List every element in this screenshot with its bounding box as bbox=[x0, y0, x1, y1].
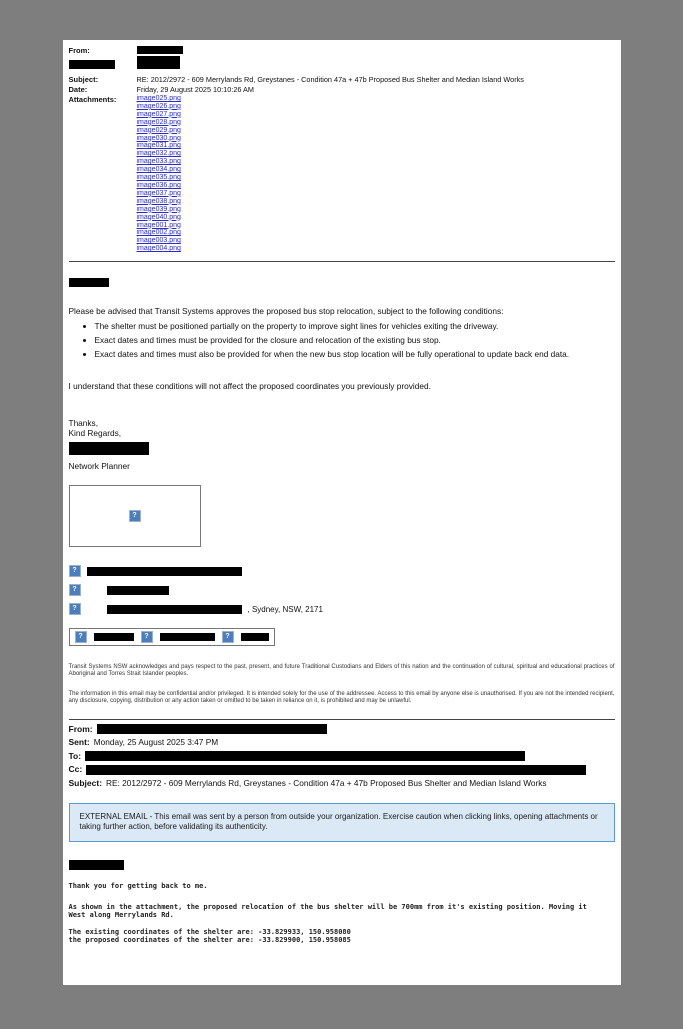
quoted-subject-label: Subject: bbox=[68, 777, 103, 788]
contact-value-redacted bbox=[86, 566, 242, 576]
date-value: Friday, 29 August 2025 10:10:26 AM bbox=[136, 85, 255, 94]
quoted-cc-row: Cc: bbox=[69, 764, 615, 775]
reply-existing-coords: The existing coordinates of the shelter … bbox=[68, 927, 351, 936]
quoted-from-label: From: bbox=[68, 723, 93, 734]
social-icon[interactable]: ? bbox=[221, 631, 234, 644]
attachment-link[interactable]: image037.png bbox=[136, 189, 181, 197]
contact-row-address: ? , Sydney, NSW, 2171 bbox=[68, 603, 615, 616]
contact-value-redacted bbox=[106, 585, 169, 595]
signoff-thanks: Thanks, bbox=[68, 418, 99, 429]
social-icon[interactable]: ? bbox=[140, 631, 153, 644]
attachment-link[interactable]: image025.png bbox=[136, 95, 181, 102]
quoted-to-label: To: bbox=[68, 750, 82, 761]
social-label-redacted bbox=[93, 633, 134, 642]
quoted-cc-label: Cc: bbox=[68, 764, 83, 775]
email-document: From: Subject: RE: 2012/2972 - 609 Merry… bbox=[62, 40, 621, 985]
subject-value: RE: 2012/2972 - 609 Merrylands Rd, Greys… bbox=[136, 75, 524, 84]
contact-row-phone: ? bbox=[68, 565, 615, 578]
contact-row-email: ? bbox=[68, 584, 615, 597]
from-value-redacted bbox=[136, 46, 183, 54]
to-redacted bbox=[68, 60, 115, 70]
disclaimer-acknowledgement: Transit Systems NSW acknowledges and pay… bbox=[68, 664, 615, 678]
broken-image-icon: ? bbox=[68, 565, 81, 578]
attachment-link[interactable]: image030.png bbox=[136, 134, 181, 142]
attachment-link[interactable]: image035.png bbox=[136, 174, 181, 182]
attachment-link[interactable]: image027.png bbox=[136, 110, 181, 118]
date-label: Date: bbox=[68, 85, 88, 94]
attachment-link[interactable]: image032.png bbox=[136, 150, 181, 158]
attachment-link[interactable]: image038.png bbox=[136, 197, 181, 205]
header-attachments-row: Attachments: image025.png image026.png i… bbox=[69, 95, 615, 253]
reply-body: As shown in the attachment, the proposed… bbox=[68, 902, 587, 920]
body-confirmation: I understand that these conditions will … bbox=[68, 381, 431, 392]
condition-bullet: Exact dates and times must be provided f… bbox=[95, 335, 615, 346]
broken-image-icon: ? bbox=[128, 510, 141, 523]
quoted-to-redacted bbox=[85, 751, 526, 762]
quoted-cc-redacted bbox=[86, 764, 587, 775]
quoted-sent-value: Monday, 25 August 2025 3:47 PM bbox=[93, 737, 219, 748]
greeting-redacted bbox=[68, 278, 109, 288]
attachment-link[interactable]: image002.png bbox=[136, 229, 181, 237]
header-subject-row: Subject: RE: 2012/2972 - 609 Merrylands … bbox=[69, 75, 615, 84]
address-suffix: , Sydney, NSW, 2171 bbox=[247, 604, 323, 614]
quoted-subject-value: RE: 2012/2972 - 609 Merrylands Rd, Greys… bbox=[106, 777, 547, 788]
attachment-link[interactable]: image040.png bbox=[136, 213, 181, 221]
body-intro: Please be advised that Transit Systems a… bbox=[68, 306, 504, 317]
attachment-link[interactable]: image039.png bbox=[136, 205, 181, 213]
from-email-redacted bbox=[136, 56, 180, 69]
address-redacted bbox=[106, 604, 242, 614]
condition-bullet: Exact dates and times must also be provi… bbox=[95, 349, 615, 360]
attachment-link[interactable]: image026.png bbox=[136, 102, 181, 110]
conditions-list: The shelter must be positioned partially… bbox=[69, 321, 615, 360]
condition-bullet: The shelter must be positioned partially… bbox=[95, 321, 615, 332]
broken-image-icon: ? bbox=[68, 584, 81, 597]
attachment-link[interactable]: image001.png bbox=[136, 221, 181, 229]
social-label-redacted bbox=[240, 633, 269, 642]
external-email-notice: EXTERNAL EMAIL - This email was sent by … bbox=[68, 802, 615, 842]
quoted-sent-label: Sent: bbox=[68, 737, 90, 748]
attachments-label: Attachments: bbox=[68, 95, 117, 104]
disclaimer-confidentiality: The information in this email may be con… bbox=[68, 690, 615, 704]
reply-thanks: Thank you for getting back to me. bbox=[68, 881, 208, 890]
reply-greeting-redacted bbox=[68, 859, 124, 870]
attachment-link[interactable]: image004.png bbox=[136, 245, 181, 253]
reply-proposed-coords: the proposed coordinates of the shelter … bbox=[68, 936, 351, 945]
logo-placeholder: ? bbox=[68, 485, 201, 548]
attachment-link[interactable]: image028.png bbox=[136, 118, 181, 126]
attachment-link[interactable]: image029.png bbox=[136, 126, 181, 134]
section-divider bbox=[68, 718, 615, 720]
quoted-sent-row: Sent: Monday, 25 August 2025 3:47 PM bbox=[69, 737, 615, 748]
header-from-row: From: bbox=[69, 46, 615, 55]
sender-name-redacted bbox=[68, 442, 149, 456]
social-strip: ? ? ? bbox=[68, 628, 275, 647]
header-to-row bbox=[68, 56, 615, 74]
attachment-list: image025.png image026.png image027.png i… bbox=[137, 95, 181, 253]
sender-role: Network Planner bbox=[68, 461, 130, 472]
subject-label: Subject: bbox=[68, 75, 99, 84]
quoted-subject-row: Subject: RE: 2012/2972 - 609 Merrylands … bbox=[69, 778, 615, 789]
social-label-redacted bbox=[159, 633, 215, 642]
quoted-to-row: To: bbox=[69, 751, 615, 762]
from-label: From: bbox=[68, 46, 90, 55]
attachment-link[interactable]: image031.png bbox=[136, 142, 181, 150]
attachment-link[interactable]: image033.png bbox=[136, 158, 181, 166]
section-divider bbox=[68, 261, 615, 263]
broken-image-icon: ? bbox=[68, 603, 81, 616]
signoff-regards: Kind Regards, bbox=[68, 428, 122, 439]
attachment-link[interactable]: image036.png bbox=[136, 181, 181, 189]
quoted-from-row: From: bbox=[69, 724, 615, 735]
social-icon[interactable]: ? bbox=[74, 631, 87, 644]
attachment-link[interactable]: image034.png bbox=[136, 166, 181, 174]
quoted-from-redacted bbox=[96, 724, 327, 735]
header-date-row: Date: Friday, 29 August 2025 10:10:26 AM bbox=[69, 85, 615, 94]
attachment-link[interactable]: image003.png bbox=[136, 237, 181, 245]
